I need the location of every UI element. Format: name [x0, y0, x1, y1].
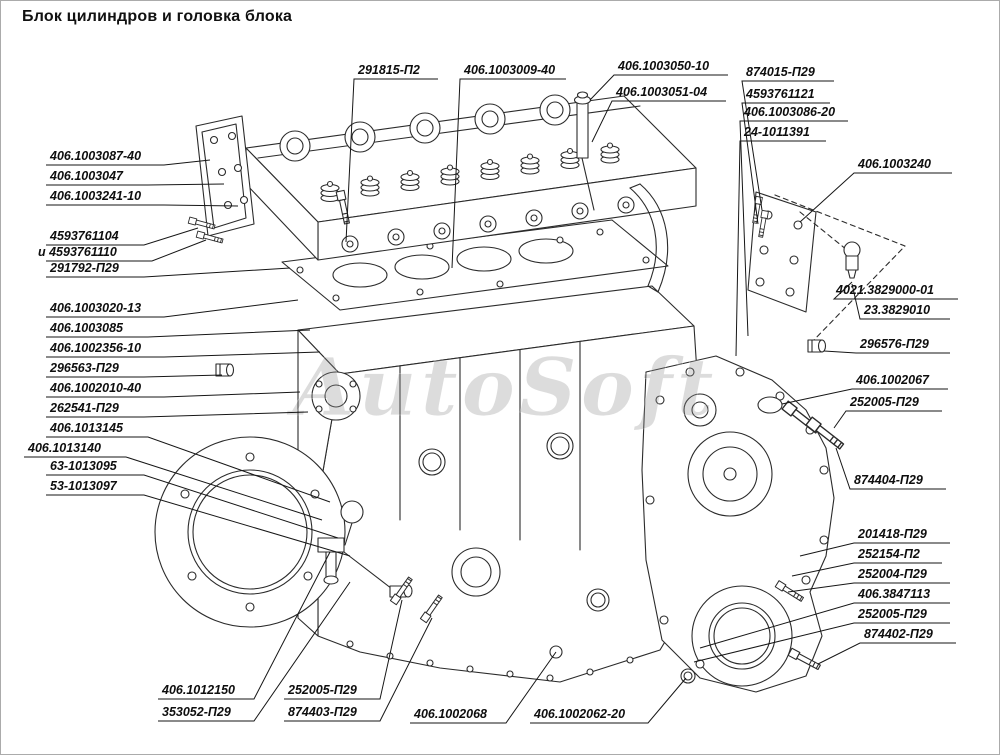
leader-line — [46, 329, 311, 338]
leader-line — [851, 283, 950, 320]
leader-line — [345, 78, 438, 243]
leader-line — [589, 74, 728, 101]
leader-line — [835, 447, 946, 490]
leader-line — [787, 582, 950, 593]
leader-line — [46, 494, 351, 557]
leader-line — [46, 267, 291, 278]
leader-line — [284, 617, 433, 722]
clutch-backing-plate-drawing — [154, 436, 346, 628]
leader-line — [410, 651, 557, 724]
leader-line — [791, 562, 942, 577]
head-front-plate-drawing — [195, 115, 255, 237]
leader-line — [24, 456, 323, 521]
leader-line — [451, 78, 566, 269]
leader-lines-layer — [24, 74, 958, 724]
leader-line — [530, 677, 687, 724]
leader-line — [46, 299, 299, 318]
leader-line — [46, 374, 223, 378]
coolant-pipe-drawing — [629, 183, 669, 293]
leader-line — [284, 599, 403, 700]
leader-line — [158, 551, 331, 700]
leader-line — [741, 102, 830, 225]
leader-line — [46, 411, 309, 418]
watermark: AutoSoft — [285, 340, 717, 434]
leader-line — [799, 172, 952, 223]
page-title: Блок цилиндров и головка блока — [22, 8, 293, 25]
oil-pressure-sensor-drawing — [774, 194, 906, 343]
leader-line — [833, 410, 942, 429]
leader-line — [823, 350, 950, 354]
leader-line — [46, 239, 207, 262]
leader-line — [735, 140, 826, 357]
head-gasket-drawing — [281, 219, 669, 311]
leader-line — [46, 159, 211, 166]
leader-line — [832, 281, 958, 300]
leader-line — [591, 100, 726, 143]
leader-line — [799, 542, 950, 557]
leader-line — [46, 183, 225, 186]
leader-line — [46, 474, 339, 539]
leader-line — [699, 602, 950, 649]
leader-line — [46, 436, 331, 503]
leader-line — [817, 642, 956, 665]
oil-dipstick-drawing — [573, 91, 595, 211]
engine-block-drawing — [297, 285, 707, 683]
leader-line — [46, 204, 239, 207]
timing-cover-drawing — [641, 355, 835, 693]
leader-line — [158, 581, 351, 722]
leader-line — [693, 622, 950, 663]
leader-line — [739, 120, 848, 337]
leader-line — [741, 80, 834, 211]
leader-line — [781, 388, 948, 405]
leader-line — [46, 227, 199, 246]
leader-line — [46, 391, 301, 398]
leader-line — [46, 351, 321, 358]
